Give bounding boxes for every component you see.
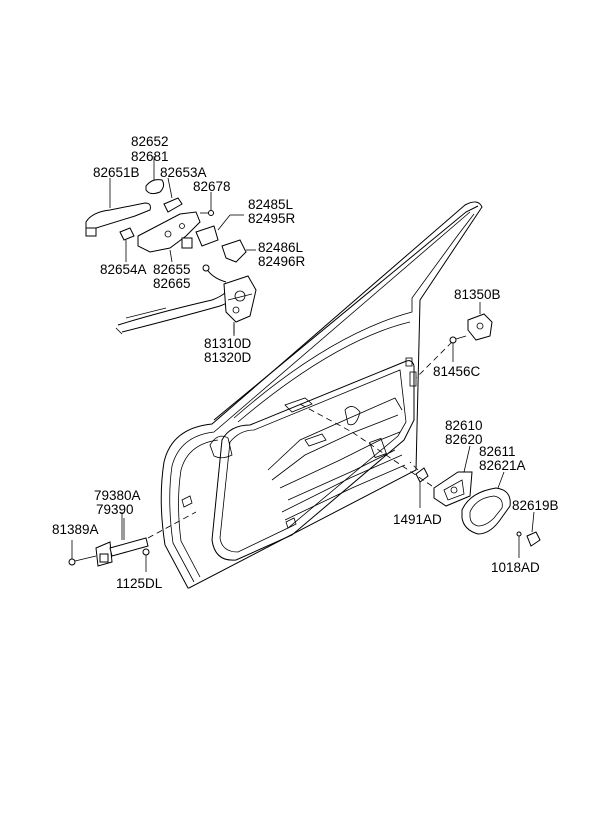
label-82653A: 82653A: [160, 165, 207, 180]
dashed-leaders: [147, 341, 453, 539]
label-79380A: 79380A: [94, 488, 141, 503]
door-shell: [160, 201, 483, 589]
label-82610: 82610: [445, 418, 483, 433]
label-82611: 82611: [479, 444, 516, 459]
label-82655: 82655: [153, 262, 191, 277]
striker-group: [449, 313, 493, 362]
label-81389A: 81389A: [52, 522, 99, 537]
label-82678: 82678: [193, 179, 231, 194]
leader-lines: [109, 156, 535, 540]
label-81350B: 81350B: [454, 287, 501, 302]
part-labels: 82652 82681 82651B 82653A 82678 82485L 8…: [52, 134, 559, 591]
label-82485L: 82485L: [248, 197, 294, 212]
label-82496R: 82496R: [258, 254, 306, 269]
label-82654A: 82654A: [100, 262, 147, 277]
label-82681: 82681: [131, 149, 169, 164]
label-81310D: 81310D: [204, 336, 252, 351]
outside-handle-group: [85, 179, 256, 263]
label-82621A: 82621A: [479, 458, 526, 473]
inside-handle-group: [415, 467, 541, 558]
label-81456C: 81456C: [433, 364, 481, 379]
label-82620: 82620: [445, 432, 483, 447]
label-82665: 82665: [153, 276, 191, 291]
label-82486L: 82486L: [258, 240, 304, 255]
label-1018AD: 1018AD: [491, 560, 540, 575]
door-checker-group: [68, 518, 150, 572]
label-79390: 79390: [96, 502, 134, 517]
label-1491AD: 1491AD: [393, 512, 442, 527]
label-82651B: 82651B: [93, 165, 140, 180]
label-82652: 82652: [131, 134, 169, 149]
latch-group: [115, 264, 257, 335]
label-82619B: 82619B: [512, 498, 559, 513]
label-1125DL: 1125DL: [116, 576, 163, 591]
label-82495R: 82495R: [248, 211, 296, 226]
label-81320D: 81320D: [204, 350, 252, 365]
